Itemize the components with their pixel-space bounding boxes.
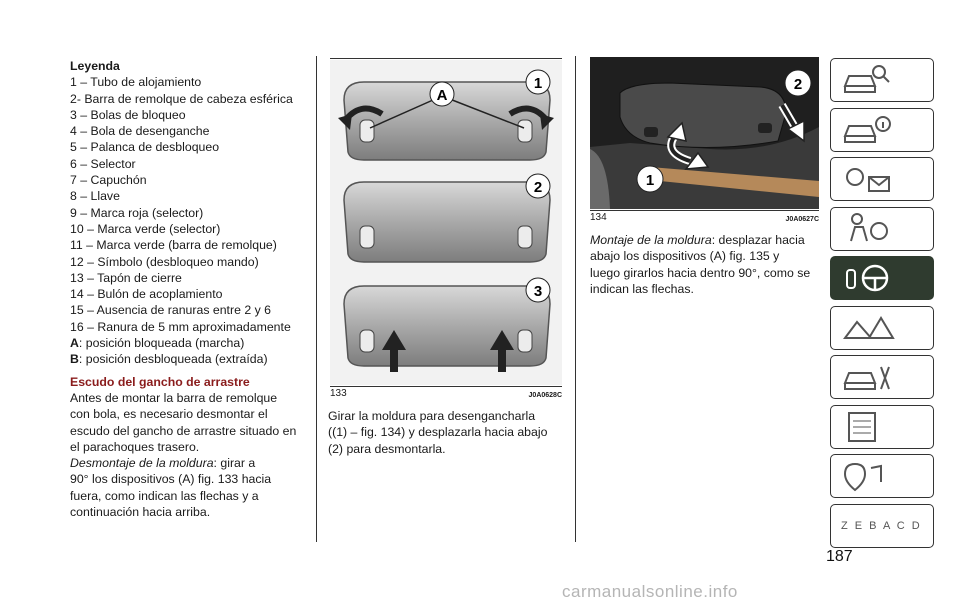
figure-133-caption: 133 J0A0628C bbox=[330, 388, 562, 399]
legend-item: 16 – Ranura de 5 mm aproximadamente bbox=[70, 319, 291, 334]
sidebar-tab-4[interactable] bbox=[830, 206, 934, 251]
legend-a: A: posición bloqueada (marcha) bbox=[70, 336, 245, 351]
figure-134-image: 2 1 bbox=[590, 57, 819, 209]
section-line: Antes de montar la barra de remolque bbox=[70, 390, 278, 405]
legend-item: 7 – Capuchón bbox=[70, 173, 147, 188]
cover-panel-2: 2 bbox=[343, 173, 551, 263]
sidebar-tab-8[interactable] bbox=[830, 404, 934, 449]
lights-message-icon bbox=[846, 168, 890, 192]
specifications-list-icon bbox=[848, 411, 876, 442]
legend-item: 15 – Ausencia de ranuras entre 2 y 6 bbox=[70, 303, 271, 318]
section-heading: Escudo del gancho de arrastre bbox=[70, 374, 250, 389]
car-search-icon bbox=[843, 65, 890, 93]
figure-134-rule bbox=[590, 210, 819, 211]
watermark: carmanualsonline.info bbox=[562, 582, 738, 601]
figure-134-code: J0A0627C bbox=[785, 216, 819, 223]
section-line: con bola, es necesario desmontar el bbox=[70, 407, 268, 422]
alphabetical-index-icon: Z E B A C D bbox=[841, 519, 922, 532]
legend-item: 9 – Marca roja (selector) bbox=[70, 205, 204, 220]
callout-1: 1 bbox=[534, 75, 542, 92]
figure-133-rule bbox=[330, 386, 562, 387]
section-line: el parachoques trasero. bbox=[70, 439, 200, 454]
cover-panel-3: 3 bbox=[343, 277, 551, 372]
page-number: 187 bbox=[826, 548, 853, 565]
legend-item: 2- Barra de remolque de cabeza esférica bbox=[70, 91, 293, 106]
bumper-photo: 2 1 bbox=[590, 57, 819, 209]
multimedia-navigation-icon bbox=[843, 462, 882, 492]
legend-item: 14 – Bulón de acoplamiento bbox=[70, 287, 223, 302]
column-divider-2 bbox=[575, 56, 576, 542]
key-steering-wheel-icon bbox=[846, 264, 889, 292]
seatbelt-airbag-icon bbox=[850, 212, 888, 241]
sidebar-tab-1[interactable] bbox=[830, 58, 934, 102]
legend-item: 11 – Marca verde (barra de remolque) bbox=[70, 238, 277, 253]
legend-item: 4 – Bola de desenganche bbox=[70, 124, 210, 139]
sidebar-tab-10[interactable]: Z E B A C D bbox=[830, 503, 934, 548]
legend-title: Leyenda bbox=[70, 59, 120, 73]
sidebar-tab-9[interactable] bbox=[830, 454, 934, 498]
legend-item: 5 – Palanca de desbloqueo bbox=[70, 140, 220, 155]
legend-item: 8 – Llave bbox=[70, 189, 120, 204]
figure-134-text: Montaje de la moldura: desplazar hacia a… bbox=[590, 232, 822, 297]
callout-2: 2 bbox=[534, 179, 542, 196]
photo-callout-1: 1 bbox=[646, 172, 654, 189]
figure-134-line: luego girarlos hacia dentro 90°, como se bbox=[590, 265, 811, 280]
figure-133-line: (2) para desmontarla. bbox=[328, 441, 446, 456]
column-divider bbox=[316, 56, 317, 542]
step1-text: Desmontaje de la moldura: girar a bbox=[70, 456, 256, 471]
step1-line: 90° los dispositivos (A) fig. 133 hacia bbox=[70, 472, 272, 487]
sidebar-tab-3[interactable] bbox=[830, 157, 934, 201]
figure-134-number: 134 bbox=[590, 212, 607, 223]
legend-b: B: posición desbloqueada (extraída) bbox=[70, 352, 268, 367]
label-a: A bbox=[437, 87, 448, 104]
figure-133-text: Girar la moldura para desengancharla ((1)… bbox=[328, 408, 566, 457]
car-tools-icon bbox=[843, 366, 890, 390]
legend-item: 13 – Tapón de cierre bbox=[70, 270, 182, 285]
figure-133-line: ((1) – fig. 134) y desplazarla hacia aba… bbox=[328, 425, 548, 440]
legend-item: 6 – Selector bbox=[70, 156, 136, 171]
figure-133-code: J0A0628C bbox=[528, 392, 562, 399]
figure-134-line: abajo los dispositivos (A) fig. 135 y bbox=[590, 249, 780, 264]
sidebar-tab-5[interactable] bbox=[830, 256, 934, 300]
figure-134-caption: 134 J0A0627C bbox=[590, 212, 819, 223]
section-line: escudo del gancho de arrastre situado en bbox=[70, 423, 297, 438]
figure-top-rule bbox=[330, 58, 562, 59]
figure-134-line: indican las flechas. bbox=[590, 281, 694, 296]
road-warning-icon bbox=[843, 315, 895, 339]
figure-133-line: Girar la moldura para desengancharla bbox=[328, 409, 536, 423]
car-info-icon bbox=[843, 115, 891, 143]
legend-item: 3 – Bolas de bloqueo bbox=[70, 107, 186, 122]
section-text: Antes de montar la barra de remolque con … bbox=[70, 390, 310, 455]
callout-3: 3 bbox=[534, 283, 542, 300]
step1-line: continuación hacia arriba. bbox=[70, 505, 211, 520]
step1-line: fuera, como indican las flechas y a bbox=[70, 488, 259, 503]
legend-item: 10 – Marca verde (selector) bbox=[70, 221, 221, 236]
legend-item: 1 – Tubo de alojamiento bbox=[70, 75, 202, 90]
sidebar-tab-2[interactable] bbox=[830, 107, 934, 152]
legend-item: 12 – Símbolo (desbloqueo mando) bbox=[70, 254, 259, 269]
photo-callout-2: 2 bbox=[794, 76, 802, 93]
sidebar-tab-7[interactable] bbox=[830, 355, 934, 399]
sidebar-tab-6[interactable] bbox=[830, 305, 934, 350]
tow-hook-cover-diagram: A 1 2 3 bbox=[338, 69, 554, 372]
cover-panel-1: A 1 bbox=[338, 69, 554, 161]
figure-133-number: 133 bbox=[330, 388, 347, 399]
figure-133-image: A 1 2 3 bbox=[330, 60, 562, 385]
